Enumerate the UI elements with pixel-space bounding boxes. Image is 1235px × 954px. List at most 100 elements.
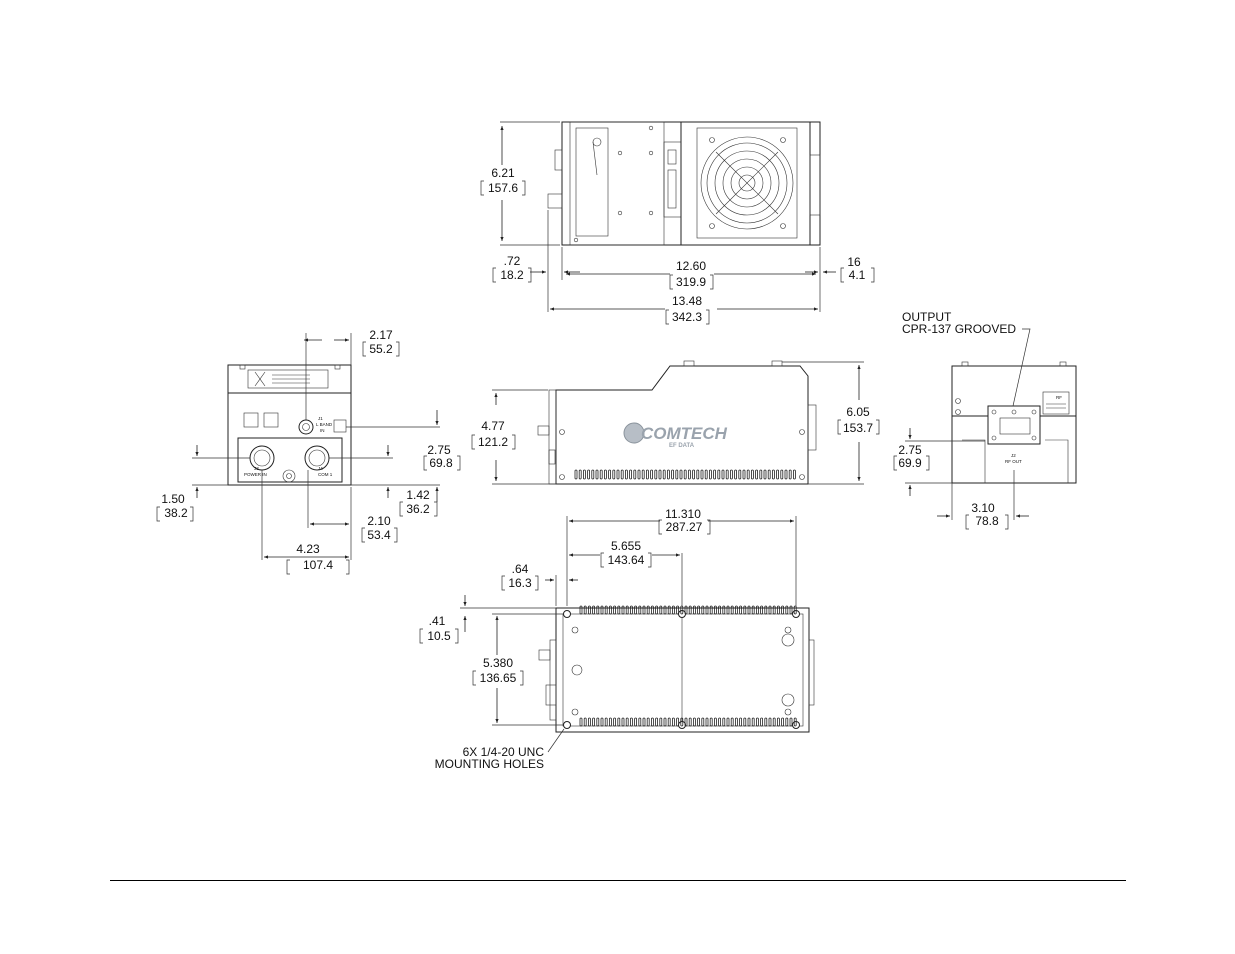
vent-slot — [714, 717, 717, 727]
vent-slot — [743, 605, 747, 615]
vent-slot — [654, 469, 658, 480]
vent-slot — [747, 605, 751, 615]
dim-bottom-half-length-in: 5.655 — [611, 539, 641, 553]
vent-slot — [667, 469, 670, 480]
vent-slot — [709, 717, 713, 727]
callout-output-line2: CPR-137 GROOVED — [902, 322, 1016, 336]
vent-slot — [634, 605, 637, 615]
vent-slot — [780, 469, 784, 480]
vent-slot — [759, 469, 763, 480]
bottom-view-port — [781, 633, 795, 647]
vent-slot — [793, 605, 797, 615]
vent-slot — [742, 469, 746, 480]
side-view: COMTECH EF DATA 4.77 121.2 6.05 153.7 — [471, 360, 880, 485]
top-view-connector-input — [547, 193, 563, 209]
bottom-view-connector — [538, 649, 551, 661]
bottom-view: 6X 1/4-20 UNC MOUNTING HOLES 11.310 287.… — [419, 507, 815, 771]
bottom-view-port — [571, 664, 583, 676]
dim-top-height-in: 6.21 — [491, 166, 515, 180]
vent-slot — [672, 717, 675, 727]
rear-view-rf-warning-label — [1042, 391, 1070, 415]
top-view-fan-screw — [709, 137, 715, 143]
vent-slot — [701, 605, 705, 615]
dim-bottom-edge-offset-in: .41 — [429, 614, 446, 628]
vent-slot — [714, 605, 717, 615]
dim-front-mid-width-in: 2.10 — [367, 514, 391, 528]
dim-front-right-small-in: 1.42 — [406, 488, 430, 502]
vent-slot — [760, 605, 763, 615]
vent-slot — [617, 717, 621, 727]
side-view-connector — [548, 449, 556, 465]
vent-slot — [646, 717, 650, 727]
vent-slot — [746, 469, 750, 480]
vent-slot — [646, 469, 649, 480]
vent-slot — [688, 717, 692, 727]
vent-slot — [739, 717, 742, 727]
top-view-warning-label — [667, 149, 677, 165]
vent-slot — [777, 717, 780, 727]
vent-slot — [672, 605, 675, 615]
vent-slot — [693, 605, 696, 615]
side-view-screw — [799, 474, 805, 480]
vent-slot — [739, 605, 742, 615]
vent-slot — [663, 605, 667, 615]
vent-slot — [616, 469, 620, 480]
vent-slot — [679, 469, 683, 480]
vent-slot — [617, 605, 621, 615]
vent-slot — [600, 605, 604, 615]
vent-slot — [680, 717, 684, 727]
vent-slot — [763, 469, 767, 480]
front-view-label — [247, 369, 329, 389]
vent-slot — [650, 469, 653, 480]
vent-slot — [713, 469, 716, 480]
vent-slot — [662, 469, 666, 480]
bottom-view-boss — [784, 626, 792, 634]
dim-front-right-height-in: 2.75 — [427, 443, 451, 457]
top-view-connector — [554, 149, 563, 171]
dim-top-height-mm: 157.6 — [488, 181, 518, 195]
top-view-label-plate — [575, 127, 609, 237]
callout-holes-line2: MOUNTING HOLES — [435, 757, 544, 771]
vent-slot — [789, 717, 793, 727]
dim-rear-height-in: 2.75 — [898, 443, 922, 457]
top-view-screw — [617, 150, 623, 156]
vent-slot — [709, 605, 713, 615]
vent-slot — [764, 605, 768, 615]
dim-front-top-offset-in: 2.17 — [369, 328, 393, 342]
vent-slot — [743, 717, 747, 727]
dim-bottom-offset-in: .64 — [512, 562, 529, 576]
bottom-view-vent-slots — [579, 605, 797, 727]
brand-logo-sub: EF DATA — [669, 443, 695, 449]
top-view-fan-ring-4 — [730, 166, 764, 200]
front-view-com1-connector — [304, 445, 330, 471]
vent-slot — [630, 717, 633, 727]
vent-slot — [595, 469, 599, 480]
dim-rear-width-in: 3.10 — [971, 501, 995, 515]
vent-slot — [726, 717, 730, 727]
top-view-screw — [617, 210, 623, 216]
vent-slot — [596, 717, 600, 727]
vent-slot — [768, 717, 772, 727]
callout-output-line1: OUTPUT — [902, 310, 952, 324]
vent-slot — [725, 469, 729, 480]
vent-slot — [630, 605, 633, 615]
dim-top-left-offset-mm: 18.2 — [500, 268, 524, 282]
rear-view-fins — [962, 439, 1069, 483]
vent-slot — [700, 469, 704, 480]
front-view-vent — [333, 419, 347, 433]
vent-slot — [609, 605, 612, 615]
vent-slot — [651, 605, 654, 615]
vent-slot — [751, 469, 754, 480]
side-view-screw — [799, 429, 805, 435]
vent-slot — [671, 469, 674, 480]
vent-slot — [591, 469, 595, 480]
vent-slot — [625, 605, 629, 615]
vent-slot — [767, 469, 771, 480]
vent-slot — [717, 469, 721, 480]
vent-slot — [613, 605, 616, 615]
vent-slot — [592, 605, 595, 615]
vent-slot — [613, 717, 616, 727]
side-view-front-panel — [548, 389, 557, 485]
vent-slot — [756, 605, 759, 615]
vent-slot — [756, 717, 759, 727]
